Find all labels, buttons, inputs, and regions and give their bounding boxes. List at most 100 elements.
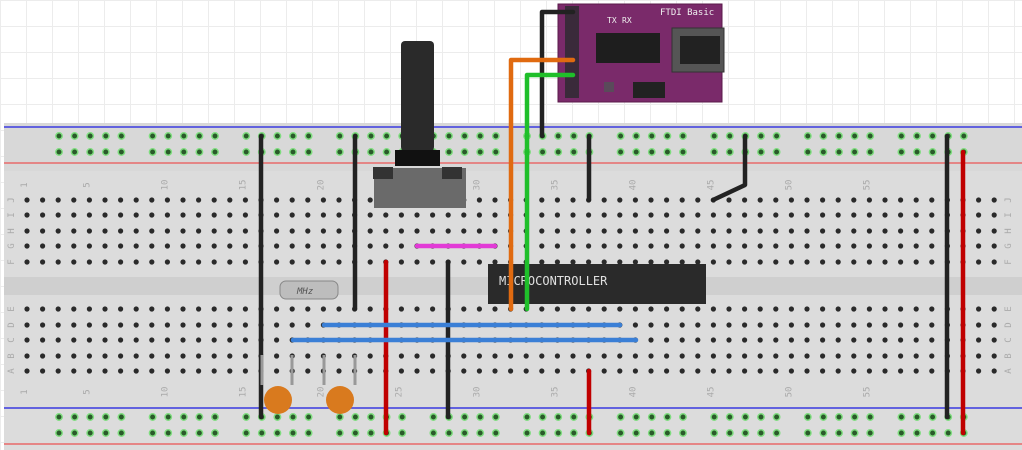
breadboard-hole[interactable] xyxy=(24,212,30,218)
rail-hole[interactable] xyxy=(55,148,63,156)
rail-hole[interactable] xyxy=(101,413,110,421)
rail-hole[interactable] xyxy=(460,429,469,437)
breadboard-hole[interactable] xyxy=(55,259,61,265)
breadboard-hole[interactable] xyxy=(24,228,30,234)
breadboard-hole[interactable] xyxy=(430,228,436,234)
breadboard-hole[interactable] xyxy=(211,197,217,203)
rail-hole[interactable] xyxy=(273,132,282,140)
breadboard-hole[interactable] xyxy=(788,368,795,374)
breadboard-hole[interactable] xyxy=(976,259,982,265)
ftdi-basic-board[interactable]: FTDI Basic TX RX xyxy=(557,3,725,103)
rail-hole[interactable] xyxy=(616,413,625,421)
breadboard-hole[interactable] xyxy=(991,337,997,343)
breadboard-hole[interactable] xyxy=(710,212,717,218)
orange-wire[interactable] xyxy=(508,57,576,312)
rail-hole[interactable] xyxy=(289,413,297,421)
breadboard-hole[interactable] xyxy=(305,306,311,312)
breadboard-hole[interactable] xyxy=(398,353,404,359)
breadboard-hole[interactable] xyxy=(976,243,982,249)
rail-hole[interactable] xyxy=(616,429,625,437)
breadboard-hole[interactable] xyxy=(414,228,420,234)
breadboard-hole[interactable] xyxy=(414,259,420,265)
breadboard-hole[interactable] xyxy=(695,259,701,265)
rail-hole[interactable] xyxy=(195,148,204,156)
breadboard-hole[interactable] xyxy=(289,228,295,234)
breadboard-hole[interactable] xyxy=(320,197,326,203)
breadboard-hole[interactable] xyxy=(788,353,795,359)
rail-hole[interactable] xyxy=(101,429,110,437)
breadboard-hole[interactable] xyxy=(196,243,202,249)
breadboard-hole[interactable] xyxy=(133,259,139,265)
rail-hole[interactable] xyxy=(725,413,734,421)
breadboard-hole[interactable] xyxy=(367,368,373,374)
breadboard-hole[interactable] xyxy=(679,353,685,359)
breadboard-hole[interactable] xyxy=(976,337,982,343)
breadboard-hole[interactable] xyxy=(757,353,763,359)
rail-hole[interactable] xyxy=(897,413,906,421)
breadboard-hole[interactable] xyxy=(648,243,654,249)
rail-hole[interactable] xyxy=(117,429,126,437)
breadboard-hole[interactable] xyxy=(274,306,280,312)
breadboard-hole[interactable] xyxy=(40,368,46,374)
breadboard-hole[interactable] xyxy=(196,337,202,343)
breadboard-hole[interactable] xyxy=(866,306,873,312)
rail-hole[interactable] xyxy=(850,413,859,421)
breadboard-hole[interactable] xyxy=(149,259,155,265)
breadboard-hole[interactable] xyxy=(773,306,779,312)
breadboard-hole[interactable] xyxy=(492,212,498,218)
breadboard-hole[interactable] xyxy=(851,197,857,203)
breadboard-hole[interactable] xyxy=(133,337,139,343)
breadboard-hole[interactable] xyxy=(133,243,139,249)
breadboard-hole[interactable] xyxy=(180,306,186,312)
breadboard-hole[interactable] xyxy=(305,212,311,218)
breadboard-hole[interactable] xyxy=(632,197,639,203)
rail-hole[interactable] xyxy=(289,148,297,156)
breadboard-hole[interactable] xyxy=(851,243,857,249)
breadboard-hole[interactable] xyxy=(882,322,888,328)
rail-hole[interactable] xyxy=(569,413,578,421)
breadboard-hole[interactable] xyxy=(211,243,217,249)
breadboard-hole[interactable] xyxy=(695,322,701,328)
breadboard-hole[interactable] xyxy=(476,259,482,265)
breadboard-hole[interactable] xyxy=(164,197,170,203)
rail-hole[interactable] xyxy=(476,429,485,437)
breadboard-hole[interactable] xyxy=(991,306,997,312)
breadboard-hole[interactable] xyxy=(929,368,935,374)
breadboard-hole[interactable] xyxy=(601,197,607,203)
breadboard-hole[interactable] xyxy=(320,243,326,249)
breadboard-hole[interactable] xyxy=(274,368,280,374)
rail-hole[interactable] xyxy=(616,148,625,156)
breadboard-hole[interactable] xyxy=(164,337,170,343)
breadboard-hole[interactable] xyxy=(835,322,841,328)
breadboard-hole[interactable] xyxy=(492,259,498,265)
breadboard-hole[interactable] xyxy=(976,322,982,328)
breadboard-hole[interactable] xyxy=(40,212,46,218)
breadboard-hole[interactable] xyxy=(710,243,717,249)
breadboard-hole[interactable] xyxy=(851,322,857,328)
breadboard-hole[interactable] xyxy=(679,368,685,374)
rail-hole[interactable] xyxy=(460,413,469,421)
breadboard-hole[interactable] xyxy=(289,243,295,249)
breadboard-hole[interactable] xyxy=(929,322,935,328)
rail-hole[interactable] xyxy=(335,132,344,140)
breadboard-hole[interactable] xyxy=(866,322,873,328)
breadboard-hole[interactable] xyxy=(976,228,982,234)
rail-hole[interactable] xyxy=(803,132,812,140)
breadboard-hole[interactable] xyxy=(118,228,124,234)
breadboard-hole[interactable] xyxy=(242,197,248,203)
rail-hole[interactable] xyxy=(179,413,188,421)
breadboard-hole[interactable] xyxy=(851,337,857,343)
breadboard-hole[interactable] xyxy=(851,212,857,218)
breadboard-hole[interactable] xyxy=(461,259,467,265)
breadboard-hole[interactable] xyxy=(118,243,124,249)
rail-hole[interactable] xyxy=(679,429,687,437)
breadboard-hole[interactable] xyxy=(367,212,373,218)
breadboard-hole[interactable] xyxy=(601,368,607,374)
breadboard-hole[interactable] xyxy=(133,197,139,203)
breadboard-hole[interactable] xyxy=(788,228,795,234)
rail-hole[interactable] xyxy=(772,132,781,140)
breadboard-hole[interactable] xyxy=(40,259,46,265)
breadboard-hole[interactable] xyxy=(632,212,639,218)
breadboard-hole[interactable] xyxy=(851,368,857,374)
breadboard-hole[interactable] xyxy=(898,212,904,218)
